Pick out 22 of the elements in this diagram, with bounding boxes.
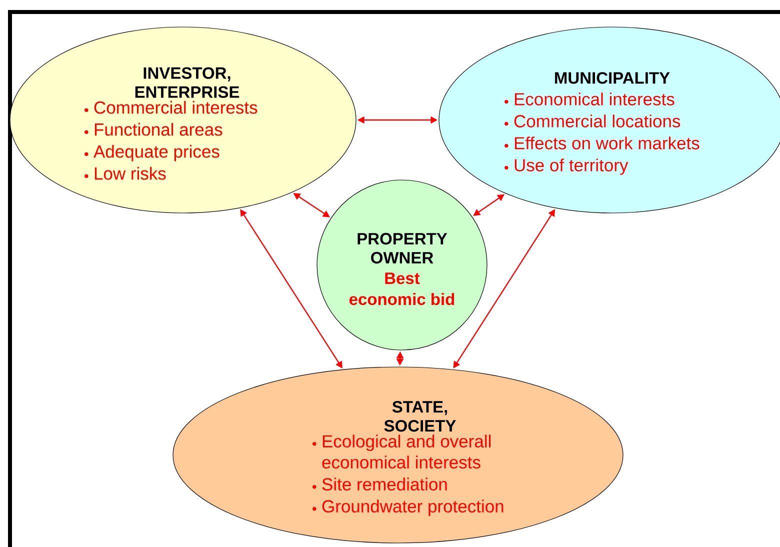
node-label: Functional areas [94, 122, 222, 136]
node-label: Use of territory [514, 158, 628, 175]
node-text: INVESTOR, ENTERPRISE Commercial interests Functional areas Adequate prices Low risks [84, 67, 258, 180]
node-label: Site remediation [322, 478, 447, 491]
node-text: PROPERTY OWNER Best economic bid [349, 232, 454, 306]
node-label: Economical interests [514, 92, 674, 106]
ellipse-node [438, 26, 780, 214]
node-text: STATE, SOCIETY Ecological and overall economical interests Site remediation Groundwater protection [312, 401, 504, 516]
node-text: MUNICIPALITY Economical interests Commercial locations Effects on work markets Use of territory [504, 72, 700, 175]
node-label: STATE, SOCIETY [384, 401, 456, 432]
node-label: Low risks [94, 166, 166, 180]
node-label: Commercial interests [94, 100, 258, 114]
node-label: Ecological and overall economical interests [322, 434, 491, 469]
circle-node [316, 180, 488, 350]
node-label: Groundwater protection [322, 500, 504, 516]
node-label: MUNICIPALITY [555, 72, 670, 84]
ellipse-node [10, 26, 356, 214]
node-label: INVESTOR, ENTERPRISE [135, 67, 240, 98]
node-label: Adequate prices [94, 144, 220, 162]
ellipse-node [172, 366, 624, 544]
node-label: Effects on work markets [514, 136, 700, 150]
node-label: Commercial locations [514, 114, 680, 128]
